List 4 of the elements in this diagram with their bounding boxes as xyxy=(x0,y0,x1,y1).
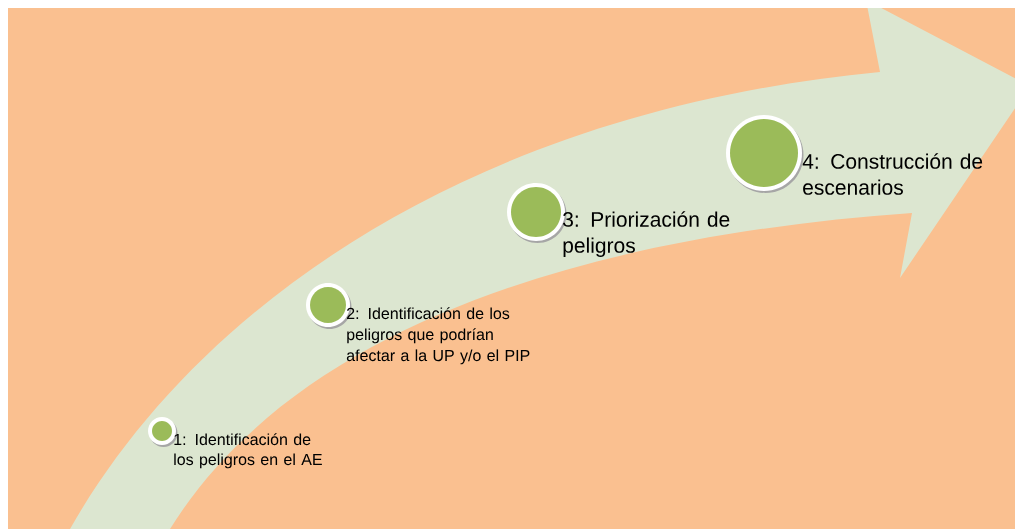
step-label: 1: Identificación de los peligros en el AE xyxy=(174,433,322,469)
step-label: 3: Priorización de peligros xyxy=(563,211,730,257)
step-label: 2: Identificación de los peligros que podrían afectar a la UP y/o el PIP xyxy=(346,307,530,365)
step-label: 4: Construcción de escenarios xyxy=(802,153,983,195)
